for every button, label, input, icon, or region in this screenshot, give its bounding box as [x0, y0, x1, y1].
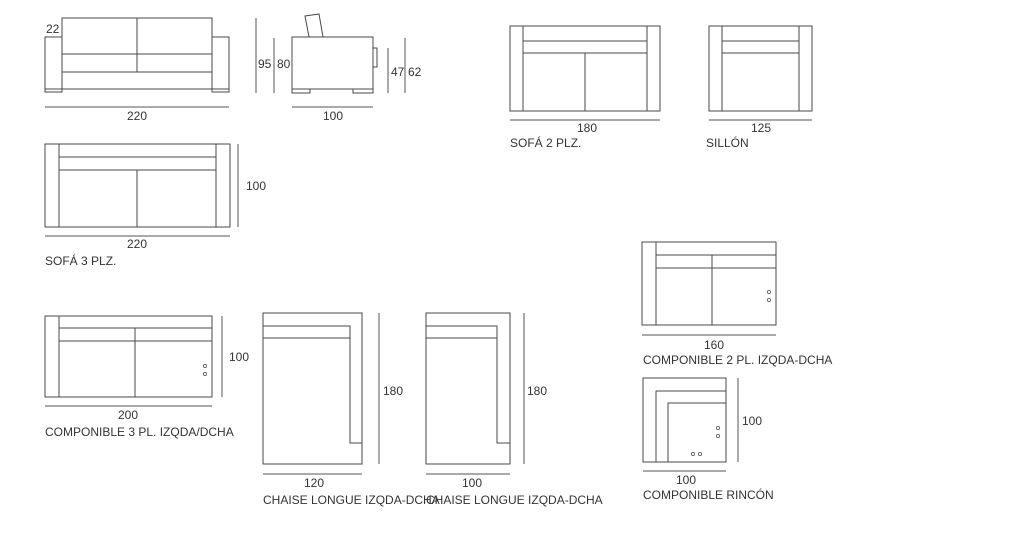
sofa3-depth-label: 100 [246, 179, 266, 193]
sillon-title: SILLÓN [706, 135, 749, 150]
sillon-width-label: 125 [751, 121, 771, 135]
componible2-width-label: 160 [704, 338, 724, 352]
arm-height-label: 62 [408, 65, 422, 79]
sofa2-plan: 180 SOFÁ 2 PLZ. [509, 25, 661, 150]
componible2-plan: 160 COMPONIBLE 2 PL. IZQDA-DCHA [641, 241, 832, 367]
sillon-plan: 125 SILLÓN [706, 25, 813, 150]
rincon-title: COMPONIBLE RINCÓN [643, 487, 774, 502]
sofa3-front-view: 22 220 95 80 [44, 17, 291, 123]
width-label: 220 [127, 109, 147, 123]
chaise120-width-label: 120 [304, 476, 324, 490]
sofa3-title: SOFÁ 3 PLZ. [45, 253, 116, 268]
back-height-label: 22 [46, 22, 60, 36]
depth-label: 100 [323, 109, 343, 123]
rincon-width-label: 100 [676, 473, 696, 487]
chaise120-title: CHAISE LONGUE IZQDA-DCHA [263, 493, 440, 507]
rincon-depth-label: 100 [742, 414, 762, 428]
componible2-title: COMPONIBLE 2 PL. IZQDA-DCHA [643, 353, 832, 367]
chaise120-length-label: 180 [383, 384, 403, 398]
sofa-side-view: 100 47 62 [291, 13, 422, 123]
chaise100-width-label: 100 [462, 476, 482, 490]
componible3-title: COMPONIBLE 3 PL. IZQDA/DCHA [45, 425, 234, 439]
sofa2-width-label: 180 [577, 121, 597, 135]
componible3-plan: 100 200 COMPONIBLE 3 PL. IZQDA/DCHA [44, 315, 249, 439]
chaise100-title: CHAISE LONGUE IZQDA-DCHA [426, 493, 603, 507]
rincon-plan: 100 100 COMPONIBLE RINCÓN [642, 377, 774, 502]
componible3-width-label: 200 [118, 408, 138, 422]
seat-height-label: 47 [391, 65, 405, 79]
chaise100-length-label: 180 [527, 384, 547, 398]
sofa3-plan: 100 220 SOFÁ 3 PLZ. [44, 143, 266, 268]
chaise-100-plan: 180 100 CHAISE LONGUE IZQDA-DCHA [425, 312, 603, 507]
total-height-label: 95 [258, 57, 272, 71]
sofa2-title: SOFÁ 2 PLZ. [510, 135, 581, 150]
height-80-label: 80 [277, 57, 291, 71]
componible3-depth-label: 100 [229, 350, 249, 364]
sofa3-width-label: 220 [127, 237, 147, 251]
chaise-120-plan: 180 120 CHAISE LONGUE IZQDA-DCHA [262, 312, 440, 507]
